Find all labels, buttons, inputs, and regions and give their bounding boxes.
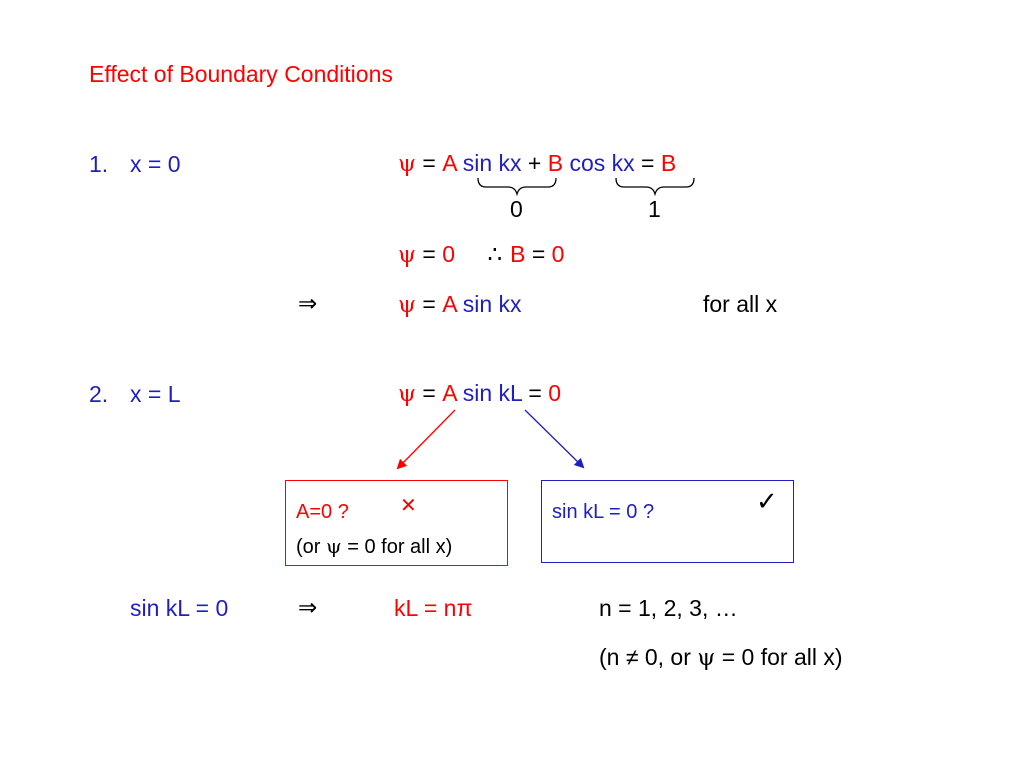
kl-equals-npi: kL = nπ <box>394 595 473 621</box>
blue-option-box: sin kL = 0 ? ✓ <box>541 480 794 563</box>
item1-condition: x = 0 <box>130 151 181 177</box>
psi-symbol: ψ <box>398 292 417 318</box>
cos-underbrace-value: 1 <box>648 196 661 222</box>
slide-title: Effect of Boundary Conditions <box>89 61 393 87</box>
sin-kl-question: sin kL = 0 ? <box>552 501 655 523</box>
red-box-note: (or ψ = 0 for all x) <box>296 534 453 558</box>
item2-condition: x = L <box>130 381 181 407</box>
red-option-box: A=0 ? ✕ (or ψ = 0 for all x) <box>285 480 508 566</box>
implies-arrow: ⇒ <box>298 290 318 316</box>
sin-underbrace-value: 0 <box>510 196 523 222</box>
for-all-x: for all x <box>703 291 778 317</box>
item2-number: 2. <box>89 381 109 407</box>
conclusion-lhs: sin kL = 0 <box>130 595 229 621</box>
implies-arrow-2: ⇒ <box>298 594 318 620</box>
underbrace-sin <box>477 177 557 197</box>
therefore-symbol: ∴ <box>487 241 503 267</box>
n-values: n = 1, 2, 3, … <box>599 595 738 621</box>
a-zero-question: A=0 ? <box>296 501 349 523</box>
check-icon: ✓ <box>756 487 778 517</box>
psi-symbol: ψ <box>398 381 417 407</box>
item2-equation: ψ = A sin kL = 0 <box>398 380 561 407</box>
item1-number: 1. <box>89 151 109 177</box>
cos-kx-term: cos kx <box>569 150 635 176</box>
sin-kx-term: sin kx <box>462 150 522 176</box>
psi-symbol: ψ <box>398 151 417 177</box>
cross-icon: ✕ <box>400 493 417 517</box>
item1-equation-3: ψ = A sin kx <box>398 291 522 318</box>
item1-equation-2: ψ = 0 ∴B = 0 <box>398 241 565 268</box>
n-note: (n ≠ 0, or ψ = 0 for all x) <box>599 644 843 671</box>
red-arrow <box>396 409 456 470</box>
item1-equation-1: ψ = A sin kx + B cos kx = B <box>398 150 677 177</box>
blue-arrow <box>524 409 585 469</box>
underbrace-cos <box>615 177 695 197</box>
psi-symbol: ψ <box>398 242 417 268</box>
